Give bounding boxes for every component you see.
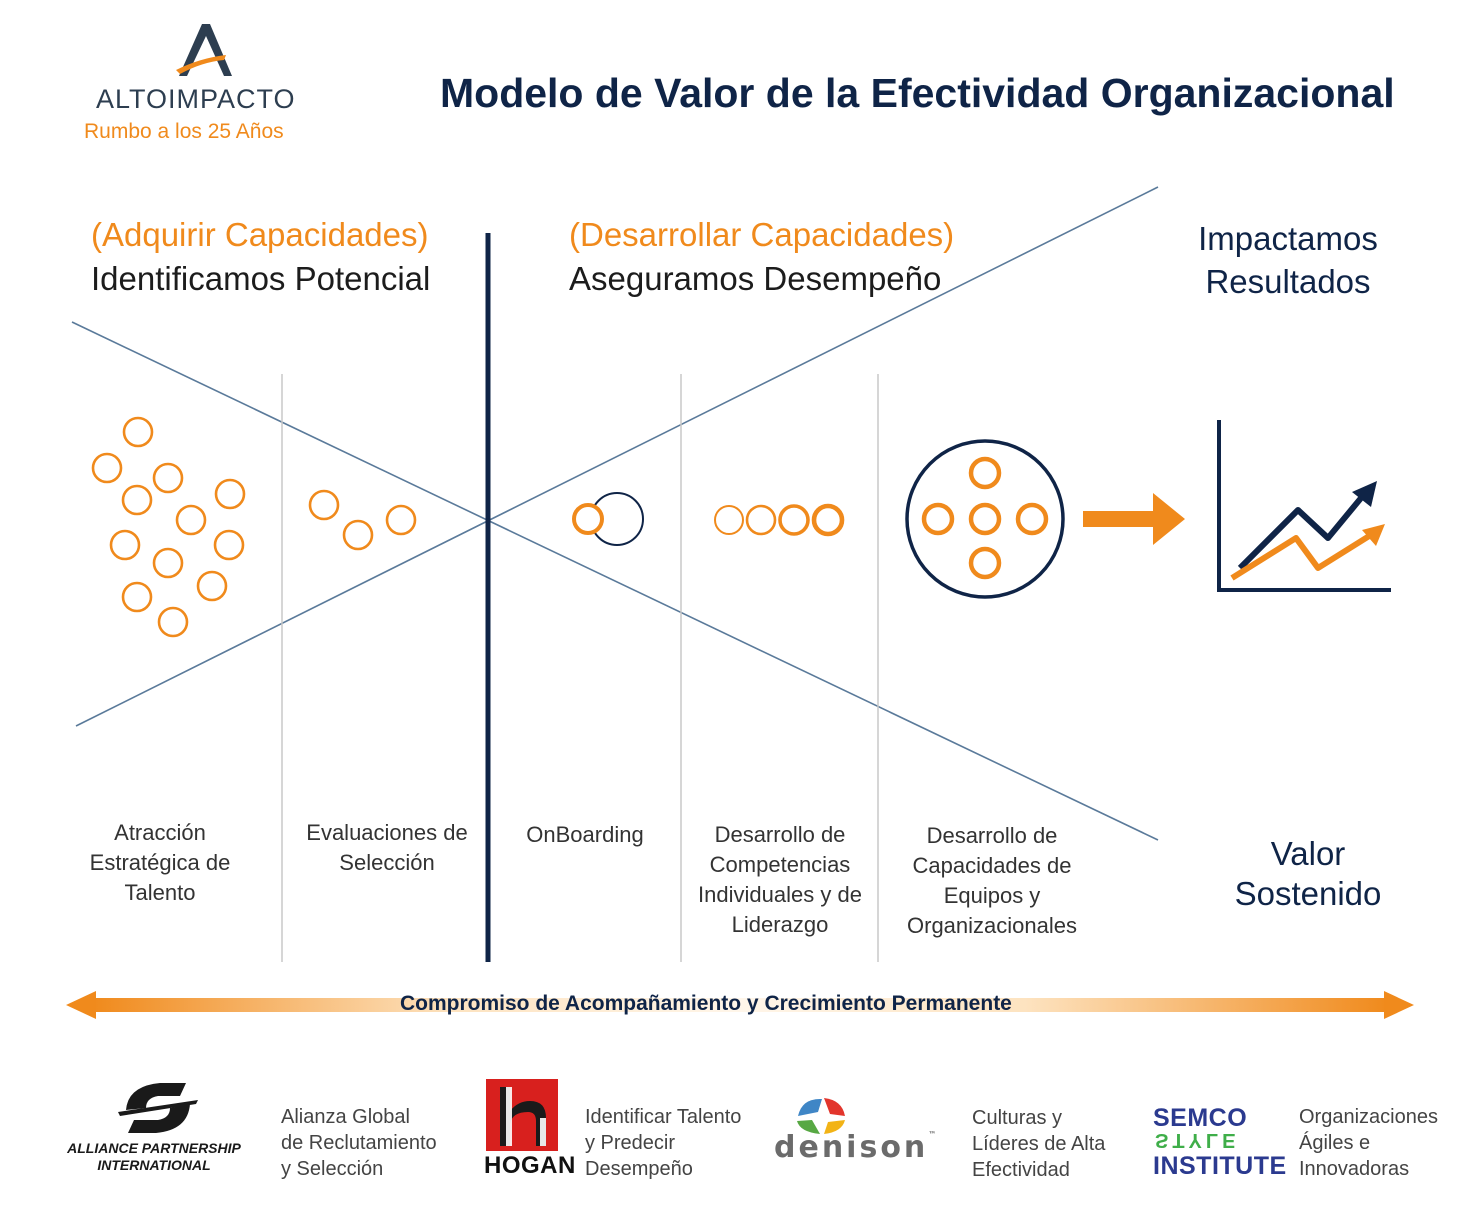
altoimpacto-logo-icon [176,24,232,76]
semco-logo-line: INSTITUTE [1153,1152,1287,1180]
stage-label-line: Desarrollo de [926,823,1058,848]
partner-desc-line: de Reclutamiento [281,1132,437,1154]
result-impact-line-2: Resultados [1205,263,1371,300]
stage-label-line: Atracción [114,820,206,845]
alliance-logo-line: ALLIANCE PARTNERSHIP [67,1140,241,1156]
partner-desc-line: y Predecir [585,1132,676,1154]
competency-circles [714,503,845,537]
double-arrow-band-icon [66,991,1414,1019]
denison-description: Culturas y Líderes de Alta Efectividad [972,1105,1105,1183]
hogan-description: Identificar Talento y Predecir Desempeño [585,1104,741,1182]
stage-label-teams: Desarrollo de Capacidades de Equipos y O… [888,821,1096,941]
denison-logo-text: denison™ [774,1130,936,1165]
partner-desc-line: y Selección [281,1158,384,1180]
semco-logo-text: SEMCO STYLE INSTITUTE [1153,1104,1287,1180]
stage-label-line: OnBoarding [526,822,644,847]
denison-wordmark: denison [774,1130,929,1165]
stage-label-line: Equipos y [943,883,1041,908]
team-circles [905,439,1065,599]
partner-desc-line: Ágiles e [1299,1132,1371,1154]
alliance-description: Alianza Global de Reclutamiento y Selecc… [281,1104,437,1182]
partner-desc-line: Culturas y [972,1107,1063,1129]
stage-label-line: Competencias [709,852,851,877]
denison-mark-icon [797,1098,845,1134]
brand-name: ALTOIMPACTO [96,84,296,114]
partner-desc-line: Desempeño [585,1158,693,1180]
partner-desc-line: Líderes de Alta [972,1133,1106,1155]
talent-pool-circles [91,416,246,638]
stage-label-line: Individuales y de [698,882,862,907]
partner-desc-line: Identificar Talento [585,1106,742,1128]
semco-logo-line: SEMCO [1153,1104,1248,1132]
arrow-right-icon [1083,493,1185,545]
stage-label-line: Evaluaciones de [306,820,468,845]
stage-label-line: Liderazgo [731,912,829,937]
growth-chart-icon [1217,420,1391,592]
semco-description: Organizaciones Ágiles e Innovadoras [1299,1104,1438,1182]
phase-develop-title: (Desarrollar Capacidades) [569,216,955,253]
page-title: Modelo de Valor de la Efectividad Organi… [440,70,1395,116]
stage-label-line: Desarrollo de [714,822,846,847]
stage-label-line: Selección [339,850,435,875]
stage-label-line: Talento [124,880,196,905]
band-label: Compromiso de Acompañamiento y Crecimien… [400,992,1012,1015]
partner-desc-line: Efectividad [972,1159,1070,1181]
stage-label-line: Estratégica de [89,850,231,875]
onboarding-circles [572,492,644,546]
stage-label-competencies: Desarrollo de Competencias Individuales … [688,820,872,940]
alliance-logo-icon [118,1083,198,1133]
denison-trademark: ™ [928,1130,937,1139]
funnel-line-upper-left [71,321,1159,841]
partner-desc-line: Alianza Global [281,1106,410,1128]
partner-desc-line: Innovadoras [1299,1158,1410,1180]
phase-acquire-subtitle: Identificamos Potencial [91,260,431,297]
alliance-logo-text: ALLIANCE PARTNERSHIP INTERNATIONAL [58,1140,250,1174]
funnel-line-lower-left [75,186,1159,727]
alliance-logo-line: INTERNATIONAL [97,1157,211,1173]
result-value-line-2: Sostenido [1234,875,1382,912]
hogan-logo-text: HOGAN [484,1152,576,1179]
stage-label-selection: Evaluaciones de Selección [292,818,482,878]
stage-label-onboarding: OnBoarding [500,820,670,850]
result-impact: Impactamos Resultados [1168,217,1408,303]
result-value: Valor Sostenido [1188,834,1428,914]
result-impact-line-1: Impactamos [1198,220,1378,257]
stage-label-attraction: Atracción Estratégica de Talento [72,818,248,908]
phase-acquire-title: (Adquirir Capacidades) [91,216,429,253]
stage-label-line: Organizacionales [907,913,1077,938]
partner-desc-line: Organizaciones [1299,1106,1438,1128]
result-value-line-1: Valor [1270,835,1346,872]
selection-circles [308,489,417,551]
brand-tagline: Rumbo a los 25 Años [84,120,284,143]
phase-develop-subtitle: Aseguramos Desempeño [569,260,942,297]
stage-label-line: Capacidades de [912,853,1072,878]
semco-logo-line-style: STYLE [1155,1129,1240,1151]
hogan-logo-icon [486,1079,558,1151]
